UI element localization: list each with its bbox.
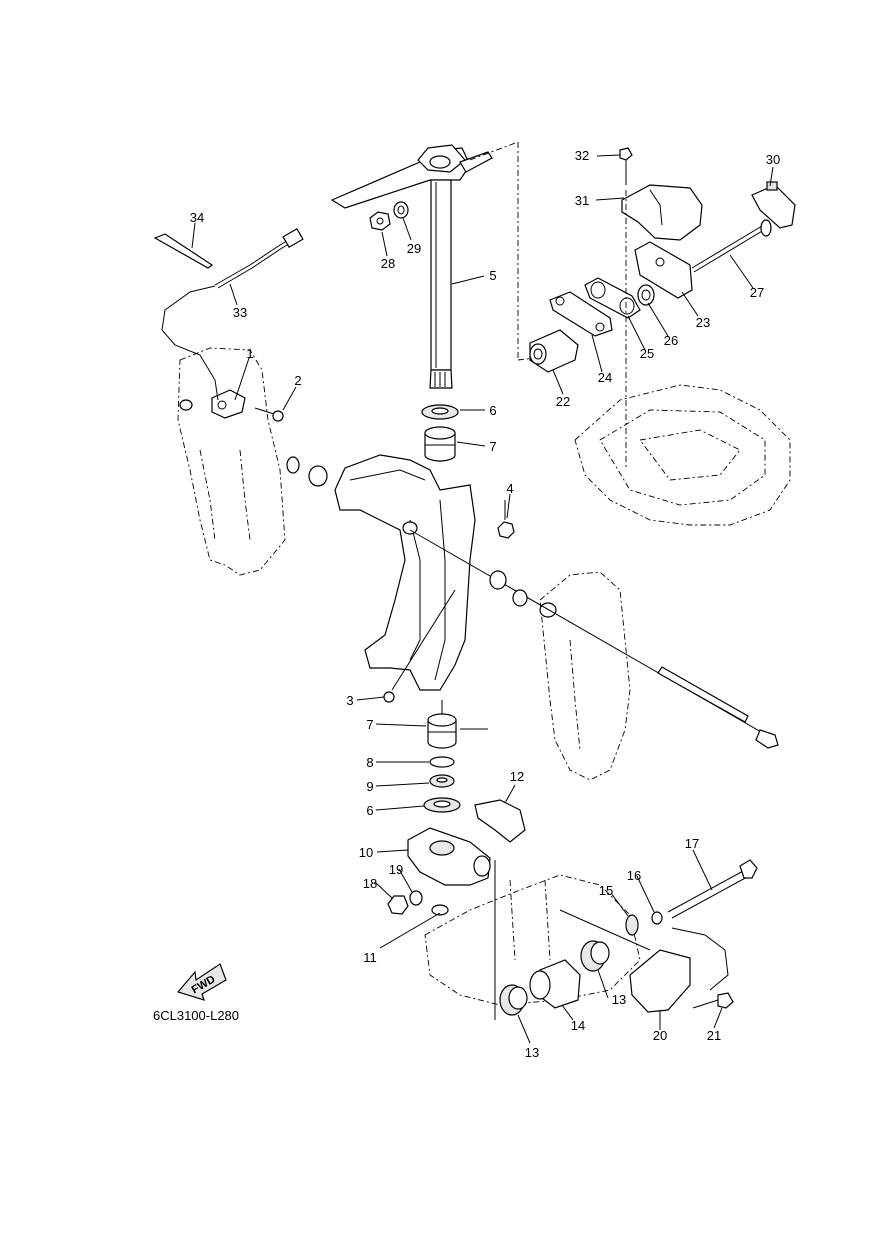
swivel-bracket-part	[334, 454, 476, 691]
engine-base-part	[574, 384, 791, 526]
mount-rubber-part-13-left	[499, 984, 528, 1016]
callout-24: 24	[598, 370, 612, 385]
callout-18: 18	[363, 876, 377, 891]
callout-21: 21	[707, 1028, 721, 1043]
callout-20: 20	[653, 1028, 667, 1043]
steering-shaft-part	[330, 144, 493, 389]
callout-11: 11	[363, 950, 377, 965]
callout-28: 28	[381, 256, 395, 271]
bracket-part-1	[211, 389, 246, 419]
reference-code: 6CL3100-L280	[153, 1008, 239, 1023]
callout-5: 5	[489, 268, 496, 283]
washer-part-16	[651, 911, 663, 925]
mount-rubber-part-22	[529, 329, 579, 373]
nut-part-28	[369, 211, 391, 231]
bushing-part-7-lower	[427, 713, 457, 749]
washer-part-29	[393, 201, 409, 219]
callout-26: 26	[664, 333, 678, 348]
screw-part-2	[254, 407, 284, 422]
callout-19: 19	[389, 862, 403, 877]
callout-6-upper: 6	[489, 403, 496, 418]
callout-14: 14	[571, 1018, 585, 1033]
mount-cover-part-31	[621, 184, 703, 241]
callout-7-lower: 7	[366, 717, 373, 732]
plate-part-23	[634, 241, 693, 299]
mount-plate-part-24	[549, 291, 613, 337]
nut-part-4	[497, 521, 515, 539]
washer-part-6-upper	[421, 404, 459, 420]
mount-rubber-part-14	[529, 959, 581, 1009]
callout-34: 34	[190, 210, 204, 225]
bolt-part-21	[692, 992, 734, 1009]
tube-bushings-part	[286, 456, 528, 607]
grease-nipple-part-11	[431, 904, 449, 916]
callout-15: 15	[599, 883, 613, 898]
clamp-bracket-right-part	[539, 571, 631, 781]
callout-12: 12	[510, 769, 524, 784]
callout-27: 27	[750, 285, 764, 300]
callout-30: 30	[766, 152, 780, 167]
clip-part-30	[751, 181, 796, 229]
lead-wire-part-33	[161, 227, 304, 401]
callout-7-upper: 7	[489, 439, 496, 454]
clamp-bracket-left-part	[177, 347, 286, 576]
plate-part-12	[474, 799, 526, 843]
leader-lines	[191, 154, 774, 1044]
mount-cover-part-20	[629, 949, 691, 1013]
callout-3: 3	[346, 693, 353, 708]
washer-part-26	[637, 284, 655, 306]
callout-33: 33	[233, 305, 247, 320]
nut-part-18	[387, 895, 409, 915]
callout-2: 2	[294, 373, 301, 388]
callout-29: 29	[407, 241, 421, 256]
callout-13-left: 13	[525, 1045, 539, 1060]
callout-25: 25	[640, 346, 654, 361]
callout-16: 16	[627, 868, 641, 883]
screw-part-3	[383, 589, 456, 703]
callout-9: 9	[366, 779, 373, 794]
callout-17: 17	[685, 836, 699, 851]
o-ring-part-8	[429, 756, 455, 768]
washer-part-19	[409, 890, 423, 906]
callout-13-right: 13	[612, 992, 626, 1007]
callout-31: 31	[575, 193, 589, 208]
bolt-part-17	[667, 859, 758, 919]
bushing-part-7-upper	[424, 426, 456, 462]
callout-4: 4	[506, 481, 513, 496]
bolt-part-27	[691, 219, 772, 273]
lower-bracket-part-10	[407, 827, 491, 886]
callout-32: 32	[575, 148, 589, 163]
bolt-part-32	[619, 147, 633, 185]
forward-direction-icon: FWD	[176, 963, 227, 1001]
cable-band-part-34	[153, 233, 214, 269]
callout-10: 10	[359, 845, 373, 860]
washer-part-9	[429, 774, 455, 788]
washer-part-15	[625, 914, 639, 936]
mount-rubber-part-13-right	[580, 940, 610, 972]
callout-23: 23	[696, 315, 710, 330]
washer-part-6-lower	[423, 797, 461, 813]
callout-8: 8	[366, 755, 373, 770]
lower-case-part	[424, 874, 641, 1006]
callout-6-lower: 6	[366, 803, 373, 818]
callout-22: 22	[556, 394, 570, 409]
callout-1: 1	[246, 346, 253, 361]
